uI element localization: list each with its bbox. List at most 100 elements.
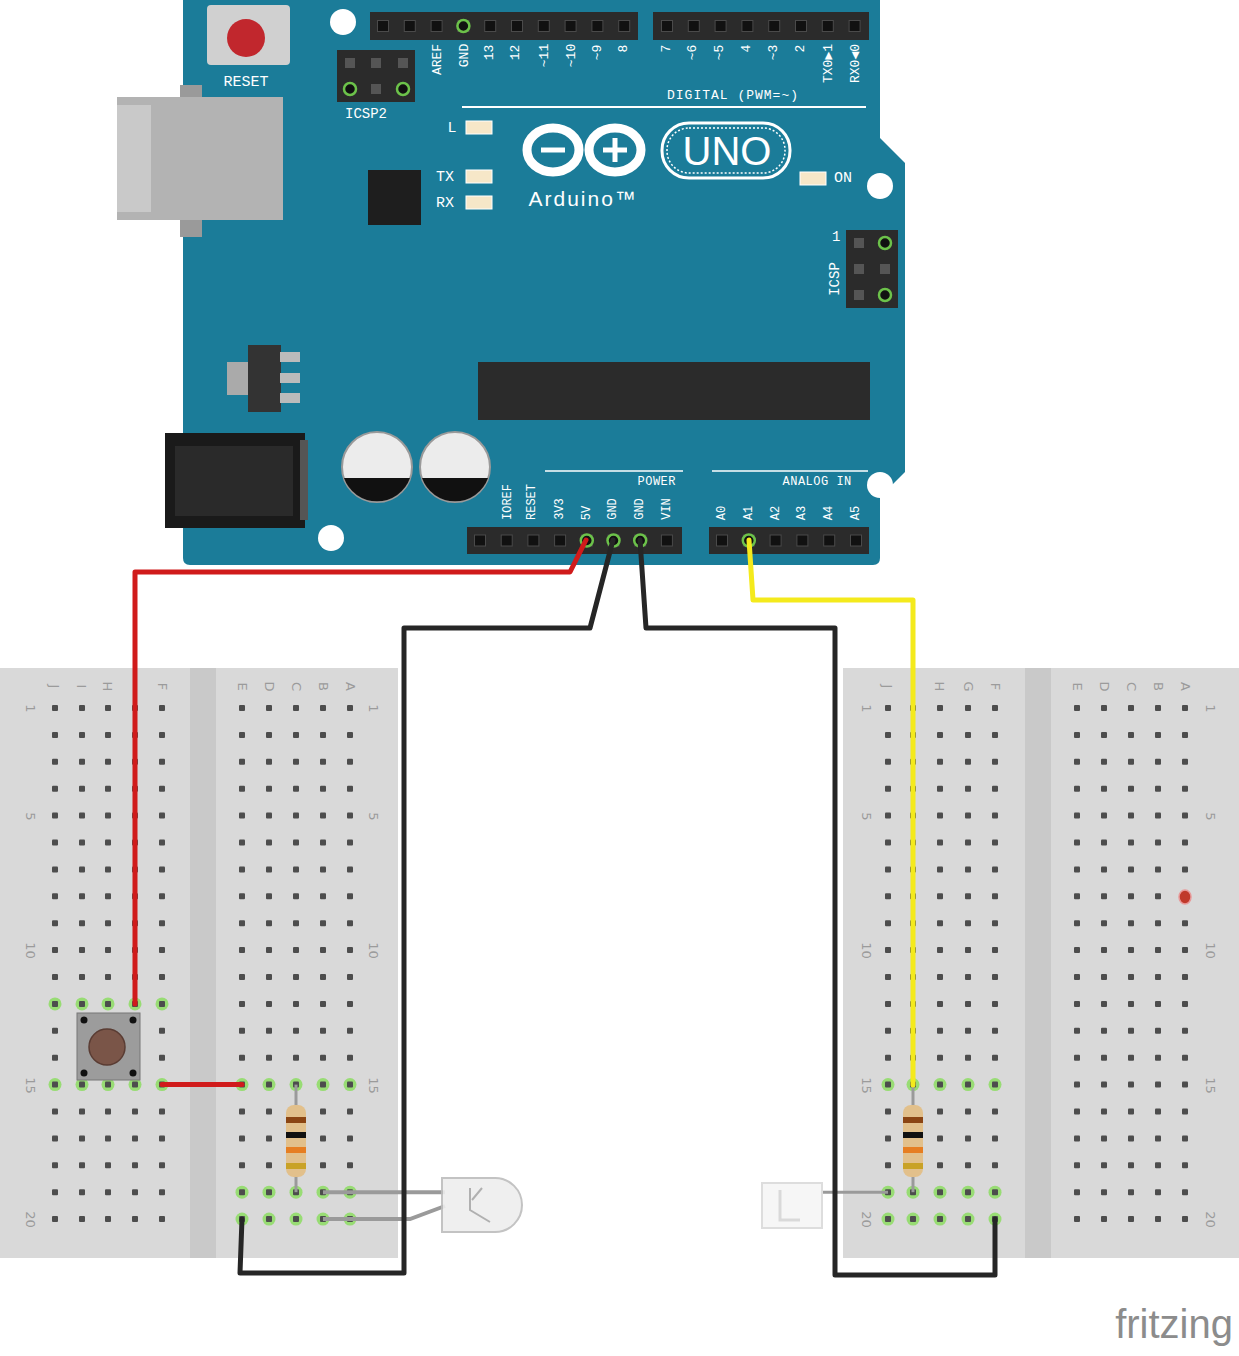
board-label: ICSP [828,262,842,296]
breadboard-hole [1182,1162,1188,1168]
breadboard-hole [1155,866,1161,872]
breadboard-hole [1074,759,1080,765]
breadboard-hole [1074,947,1080,953]
breadboard-hole [79,1135,85,1141]
hole-highlight [962,1078,975,1091]
breadboard-hole [105,920,111,926]
breadboard-hole [266,705,272,711]
board-label: A5 [850,506,862,520]
breadboard-hole [1074,813,1080,819]
capacitor [420,432,490,502]
breadboard-hole [320,1162,326,1168]
board-label: ~11 [538,44,551,67]
breadboard-hole [937,1189,943,1195]
board-label: GND [607,498,619,520]
led-leg [323,1206,445,1219]
breadboard-hole [965,1028,971,1034]
regulator-tab [227,362,250,395]
row-number: 15 [366,1077,379,1094]
breadboard-hole [965,866,971,872]
breadboard-hole [239,920,245,926]
breadboard-hole [1101,866,1107,872]
resistor-band [903,1132,923,1138]
hole-highlight [989,1078,1002,1091]
breadboard-hole [1182,732,1188,738]
breadboard-hole [992,705,998,711]
breadboard-hole [1128,893,1134,899]
header-pin [851,535,862,546]
breadboard-hole [293,920,299,926]
breadboard-hole [885,1216,891,1222]
breadboard-hole [266,759,272,765]
breadboard-hole [937,705,943,711]
breadboard-hole [1074,1216,1080,1222]
breadboard-hole [885,866,891,872]
board-label: 1 [832,230,840,244]
row-number: 5 [24,812,37,820]
breadboard-hole [992,786,998,792]
board-label: A3 [796,506,808,520]
header-pin [849,21,860,32]
pin-header [467,527,682,554]
breadboard-hole [347,759,353,765]
breadboard-hole [159,840,165,846]
breadboard-hole [159,866,165,872]
breadboard-hole [347,705,353,711]
breadboard-hole [132,1109,138,1115]
breadboard-hole [937,1162,943,1168]
breadboard-hole [1128,866,1134,872]
breadboard-hole [885,1028,891,1034]
breadboard-hole [52,974,58,980]
capacitor [342,432,412,502]
breadboard-hole [992,1162,998,1168]
breadboard-hole [320,705,326,711]
breadboard-hole [937,920,943,926]
breadboard-hole [320,759,326,765]
breadboard-hole [239,1109,245,1115]
breadboard-hole [347,732,353,738]
breadboard-hole [965,947,971,953]
breadboard-hole [937,1082,943,1088]
breadboard-hole [105,786,111,792]
row-number: 20 [1203,1211,1216,1228]
breadboard-hole [239,732,245,738]
breadboard-hole [266,974,272,980]
watermark: fritzing [1115,1304,1233,1344]
breadboard-body [0,668,398,1258]
breadboard-hole [1128,705,1134,711]
usb-face [117,105,151,212]
header-pin [880,264,890,274]
breadboard-hole [159,1055,165,1061]
hole-highlight [102,997,115,1010]
breadboard-hole [239,974,245,980]
header-pin [431,21,442,32]
board-label: ~6 [686,44,699,60]
breadboard-hole [347,893,353,899]
header-pin [345,58,355,68]
breadboard-hole [937,732,943,738]
breadboard-hole [266,1028,272,1034]
breadboard-hole [159,974,165,980]
breadboard-hole [347,1109,353,1115]
breadboard-hole [159,1162,165,1168]
breadboard-hole [885,840,891,846]
breadboard-hole [885,1055,891,1061]
board-logo-text: UNO [683,131,772,171]
header-pin [688,21,699,32]
breadboard-hole [293,732,299,738]
breadboard-hole [885,1082,891,1088]
board-label: 12 [509,44,522,60]
header-pin [854,264,864,274]
breadboard-hole [885,759,891,765]
breadboard-hole [1182,786,1188,792]
header-pin [715,21,726,32]
breadboard-hole [52,866,58,872]
breadboard-hole [105,1001,111,1007]
led-body [442,1178,522,1232]
breadboard-channel [190,668,216,1258]
breadboard-hole [1128,1082,1134,1088]
breadboard-hole [965,1189,971,1195]
breadboard-hole [992,813,998,819]
breadboard-hole [105,1162,111,1168]
column-letter: J [48,684,61,688]
